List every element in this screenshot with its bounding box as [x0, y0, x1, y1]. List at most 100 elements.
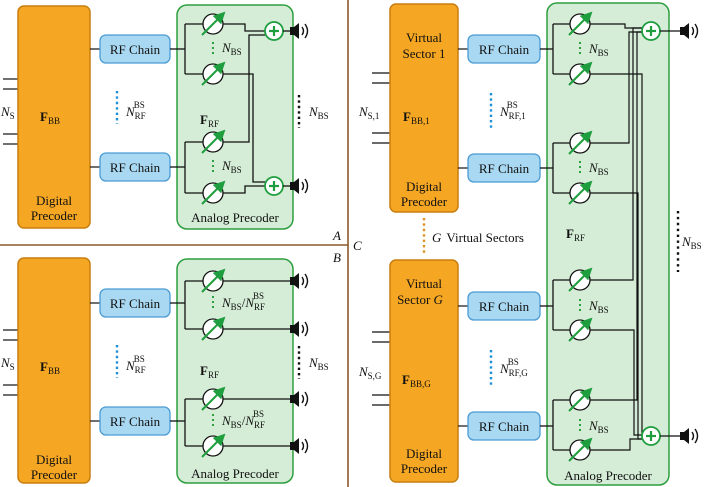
nrf-bs-label: NRFBS: [125, 100, 146, 121]
rf-chain-label: RF Chain: [110, 160, 161, 175]
phase-shifter-arrow: [568, 180, 593, 205]
sector-g-label: Virtual: [406, 276, 442, 291]
rf-chain-label: RF Chain: [110, 414, 161, 429]
input-streams: [3, 78, 18, 145]
rf-chain-label: RF Chain: [110, 42, 161, 57]
nbs-label: NBS: [681, 234, 702, 251]
signal-line: [590, 438, 642, 451]
sector-1-label: Virtual: [406, 30, 442, 45]
signal-line: [223, 34, 265, 143]
phase-shifter-arrow: [568, 61, 593, 86]
ns-label: NS: [0, 104, 15, 121]
precoder-label: Precoder: [401, 194, 448, 209]
antenna-wave: [304, 273, 309, 289]
antenna-wave: [304, 321, 309, 337]
digital-precoder-box: [17, 257, 91, 484]
antenna-wave: [301, 324, 305, 334]
phase-shifter-arrow: [201, 433, 226, 458]
antenna-icon: [290, 438, 299, 454]
panel-label-c: C: [353, 238, 362, 253]
digital-label: Digital: [36, 452, 72, 467]
antenna-wave: [304, 438, 309, 454]
antenna-icon: [680, 428, 689, 444]
rf-chain-label: RF Chain: [479, 299, 530, 314]
fbb-label: FBB: [40, 109, 60, 126]
signal-line: [223, 185, 265, 194]
nbs-per-rf-label: NBS/NRFBS: [221, 291, 265, 312]
signal-line: [590, 31, 642, 144]
fbbg-label: FBB,G: [402, 372, 431, 389]
phase-shifter-arrow: [201, 129, 226, 154]
ns1-label: NS,1: [358, 104, 379, 121]
antenna-wave: [691, 431, 695, 441]
rf-chain-label: RF Chain: [479, 42, 530, 57]
antenna-wave: [304, 178, 309, 194]
rf-chain-label: RF Chain: [479, 161, 530, 176]
antenna-wave: [301, 181, 305, 191]
antenna-wave: [301, 26, 305, 36]
phase-shifter-arrow: [568, 387, 593, 412]
precoder-label: Precoder: [401, 461, 448, 476]
antenna-wave: [691, 26, 695, 36]
nbs-label: NBS: [588, 418, 609, 435]
analog-precoder-label: Analog Precoder: [191, 466, 279, 481]
nbs-label: NBS: [308, 355, 329, 372]
panel-label-a: A: [332, 228, 341, 243]
ns-label: NS: [0, 355, 15, 372]
signal-line: [223, 23, 265, 32]
precoder-label: Precoder: [31, 467, 78, 482]
signal-line: [590, 329, 642, 436]
frf-label: FRF: [200, 112, 219, 129]
virtual-sector-g-precoder-box: [389, 259, 459, 483]
phase-shifter-arrow: [201, 316, 226, 341]
phase-shifter-arrow: [568, 437, 593, 462]
antenna-icon: [290, 273, 299, 289]
virtual-sector-1-precoder-box: [389, 3, 459, 213]
nbs-per-rf-label: NBS/NRFBS: [221, 409, 265, 430]
precoder-label: Precoder: [31, 208, 78, 223]
nbs-label: NBS: [308, 104, 329, 121]
sector-g-label: Sector G: [397, 292, 443, 307]
analog-precoder-box: [176, 258, 294, 484]
phase-shifter-arrow: [568, 130, 593, 155]
antenna-icon: [290, 23, 299, 39]
digital-precoder-box: [17, 5, 91, 229]
analog-precoder-box: [176, 4, 294, 230]
nsg-label: NS,G: [358, 364, 382, 381]
nrfg-bs-label: NRF,GBS: [499, 357, 528, 378]
antenna-wave: [301, 276, 305, 286]
antenna-wave: [301, 441, 305, 451]
nbs-labels: NBS NBS NBS NBS: [579, 41, 609, 435]
panel-b: NS FBB Digital Precoder RF Chain RF Chai…: [0, 257, 329, 484]
antenna-icon: [290, 321, 299, 337]
antenna-wave: [304, 23, 309, 39]
analog-precoder-label: Analog Precoder: [191, 210, 279, 225]
signal-line: [590, 31, 642, 401]
panel-a: NS FBB Digital Precoder RF Chain RF Chai…: [0, 4, 329, 230]
fbb-label: FBB: [40, 359, 60, 376]
digital-label: Digital: [36, 193, 72, 208]
rf-chain-label: RF Chain: [479, 419, 530, 434]
panel-label-b: B: [333, 250, 341, 265]
digital-label: Digital: [406, 446, 442, 461]
antenna-wave: [301, 394, 305, 404]
phase-shifter-arrow: [568, 267, 593, 292]
panel-c: NS,1 NS,G Virtual Sector 1 FBB,1 Digital…: [358, 2, 702, 486]
antenna-icon: [290, 178, 299, 194]
signal-line: [223, 73, 265, 183]
nbs-label: NBS: [221, 40, 242, 57]
phase-shifter-arrow: [568, 317, 593, 342]
antenna-wave: [694, 428, 699, 444]
nbs-label: NBS: [588, 298, 609, 315]
digital-label: Digital: [406, 179, 442, 194]
nbs-label: NBS: [588, 41, 609, 58]
rf-chain-label: RF Chain: [110, 296, 161, 311]
fbb1-label: FBB,1: [403, 109, 430, 126]
phase-shifter-arrow: [201, 386, 226, 411]
nrf1-bs-label: NRF,1BS: [499, 100, 526, 121]
antenna-icon: [290, 391, 299, 407]
phase-shifter-arrow: [201, 61, 226, 86]
signal-line: [590, 73, 643, 435]
